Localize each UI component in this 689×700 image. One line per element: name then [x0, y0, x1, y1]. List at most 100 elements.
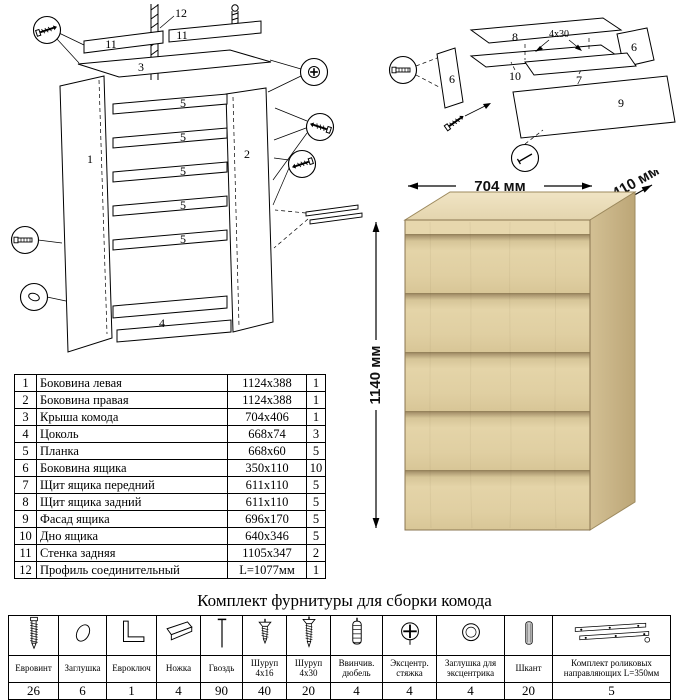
hardware-qty: 6: [58, 682, 107, 700]
arrow-head: [483, 103, 491, 109]
page-title: Комплект фурнитуры для сборки комода: [197, 591, 492, 610]
drawer-front: [405, 352, 590, 411]
part-qty: 2: [306, 544, 326, 562]
part-label: 6: [631, 40, 637, 54]
drawer-inner-front-part: [524, 52, 637, 76]
hardware-item: [330, 615, 383, 656]
cap-icon: [75, 624, 90, 642]
plinth-part: [112, 295, 228, 319]
dresser-top-rail: [405, 220, 590, 234]
part-qty: 5: [306, 476, 326, 494]
drawer-front: [405, 293, 590, 352]
hardware-item: [58, 615, 107, 656]
hardware-qty: 20: [286, 682, 331, 700]
part-name: Фасад ящика: [36, 510, 228, 528]
part-number: 6: [14, 459, 37, 477]
part-qty: 1: [306, 391, 326, 409]
hardware-qty: 4: [382, 682, 437, 700]
part-qty: 5: [306, 442, 326, 460]
hardware-item: [106, 615, 157, 656]
hardware-table: Евровинт Заглушка Евроключ Ножка Гвоздь …: [8, 615, 671, 700]
part-label: 12: [175, 6, 187, 20]
hardware-item: [504, 615, 553, 656]
part-name: Профиль соединительный: [36, 561, 228, 579]
hardware-name: Ввинчив. дюбель: [330, 655, 383, 683]
part-size: 668х74: [227, 425, 307, 443]
part-label: 11: [105, 37, 117, 51]
part-qty: 10: [306, 459, 326, 477]
hardware-qty: 20: [504, 682, 553, 700]
part-number: 12: [14, 561, 37, 579]
part-label: 2: [244, 147, 250, 161]
drawer-slide-icon: [574, 622, 650, 643]
hardware-name: Ножка: [156, 655, 201, 683]
screw-4x30-icon: [301, 616, 316, 648]
part-number: 7: [14, 476, 37, 494]
part-size: 611х110: [227, 476, 307, 494]
hardware-item: [382, 615, 437, 656]
height-label: 1140 мм: [367, 346, 384, 405]
hardware-item: [552, 615, 671, 656]
part-size: 696х170: [227, 510, 307, 528]
drawer-slide-icon: [305, 204, 363, 225]
hardware-item: [436, 615, 505, 656]
hex-key-icon: [122, 620, 144, 643]
part-name: Щит ящика передний: [36, 476, 228, 494]
part-number: 2: [14, 391, 37, 409]
part-size: 640х346: [227, 527, 307, 545]
dowel-screw-icon: [351, 617, 362, 645]
screw-icon: [443, 112, 467, 132]
slat-part: [112, 161, 228, 183]
hardware-name: Шуруп 4х30: [286, 655, 331, 683]
drawer-exploded-diagram: 8 4х30 6 6 10 7 9: [388, 17, 676, 173]
drawer-side-part: [436, 47, 464, 109]
hardware-name: Гвоздь: [200, 655, 243, 683]
back-panel-part: [168, 20, 262, 43]
part-label: 8: [512, 30, 518, 44]
part-name: Крыша комода: [36, 408, 228, 426]
foot-icon: [165, 621, 193, 641]
hardware-qty: 4: [330, 682, 383, 700]
part-label: 5: [180, 130, 186, 144]
top-panel-part: [77, 49, 272, 78]
slat-part: [112, 93, 228, 115]
part-size: 704х406: [227, 408, 307, 426]
part-qty: 5: [306, 510, 326, 528]
hardware-item: [286, 615, 331, 656]
part-size: 1124х388: [227, 374, 307, 392]
hardware-qty: 90: [200, 682, 243, 700]
hardware-name: Евровинт: [8, 655, 59, 683]
part-size: 1124х388: [227, 391, 307, 409]
hardware-qty: 1: [106, 682, 157, 700]
part-label: 3: [138, 60, 144, 74]
screw-4x16-icon: [257, 618, 272, 645]
hardware-qty: 40: [242, 682, 287, 700]
drawer-back-part: [469, 17, 623, 44]
part-number: 11: [14, 544, 37, 562]
part-name: Дно ящика: [36, 527, 228, 545]
hardware-name: Эксцентр. стяжка: [382, 655, 437, 683]
width-label: 704 мм: [474, 178, 525, 195]
cam-lock-icon: [400, 622, 419, 645]
wood-dowel-icon: [524, 621, 533, 645]
phillips-screw-icon: [307, 65, 321, 79]
part-label: 7: [576, 73, 582, 87]
part-size: 611х110: [227, 493, 307, 511]
leader-lines: [37, 15, 309, 302]
part-name: Боковина правая: [36, 391, 228, 409]
hardware-name: Заглушка для эксцентрика: [436, 655, 505, 683]
dresser-render: 704 мм 410 мм 1140 мм: [364, 170, 662, 531]
assembly-axes: [415, 38, 590, 145]
part-number: 4: [14, 425, 37, 443]
dresser-front-outline: [404, 219, 591, 531]
